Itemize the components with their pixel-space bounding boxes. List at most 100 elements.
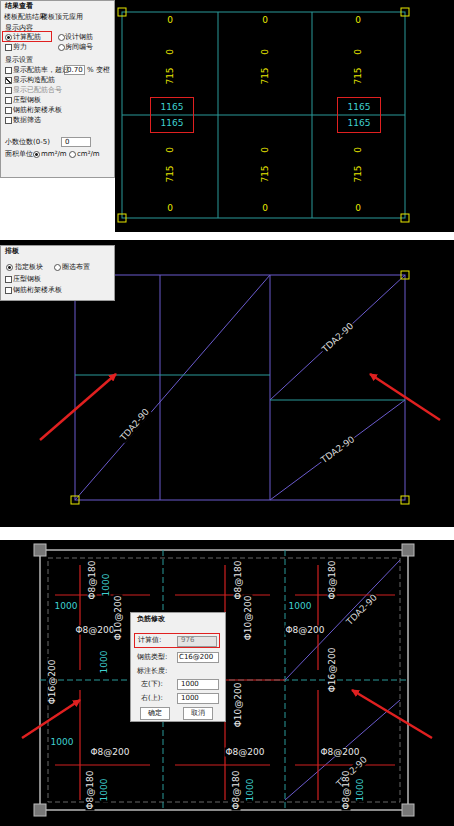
form-control bbox=[5, 87, 12, 94]
form-control bbox=[5, 97, 12, 104]
ui-text: 面积单位 bbox=[5, 151, 33, 158]
ui-text: 指定板块 bbox=[15, 264, 43, 271]
ui-text: 显示设置 bbox=[5, 57, 33, 64]
form-control bbox=[58, 44, 65, 51]
ui-text: 压型钢板 bbox=[13, 97, 41, 104]
rebar-label: Φ8@180 bbox=[234, 560, 243, 601]
value-label: 0 bbox=[166, 48, 175, 56]
value-label: 0 bbox=[261, 204, 269, 213]
ui-text: 压型钢板 bbox=[13, 276, 41, 283]
value-label: 715 bbox=[354, 66, 363, 85]
ui-text: % 变橙 bbox=[87, 67, 110, 74]
value-label: 1000 bbox=[100, 650, 109, 675]
rebar-label: Φ8@200 bbox=[75, 626, 116, 635]
value-label: 0 bbox=[354, 204, 362, 213]
value-label: 0 bbox=[261, 16, 269, 25]
value-label: 0 bbox=[166, 146, 175, 154]
ui-text: 剪力 bbox=[13, 44, 27, 51]
ui-text: cm²/m bbox=[77, 151, 100, 158]
form-control bbox=[5, 67, 12, 74]
window-title: 结果查看 bbox=[5, 3, 33, 10]
value-label: 1000 bbox=[50, 738, 75, 747]
rebar-label: Φ10@200 bbox=[244, 595, 253, 642]
rebar-label: Φ8@200 bbox=[285, 626, 326, 635]
rebar-label: Φ8@180 bbox=[88, 560, 97, 601]
form-control bbox=[5, 276, 12, 283]
deck-label: TDA2-90 bbox=[320, 321, 356, 355]
value-label: 1000 bbox=[246, 778, 255, 803]
dialog-window: 负筋修改钢筋类型: C16@200 标注长度: 左(下): 1000 右(上): 1000 确… bbox=[130, 612, 226, 722]
form-control bbox=[5, 107, 12, 114]
form-control bbox=[5, 287, 12, 294]
ui-text: 楼板配筋结果 bbox=[4, 14, 46, 21]
ui-text: 计算值: bbox=[138, 637, 161, 644]
dialog-window: 结果查看楼板配筋结果楼板顶元应用显示内容设计钢筋剪力房间编号显示设置显示配筋率，… bbox=[0, 0, 115, 178]
value-label: 0 bbox=[261, 146, 270, 154]
highlight-box: 计算值: 976 bbox=[134, 633, 220, 648]
ui-text: 标注长度: bbox=[137, 668, 167, 675]
rebar-label: Φ10@200 bbox=[114, 595, 123, 642]
form-control bbox=[33, 151, 40, 158]
value-label: 1000 bbox=[54, 602, 79, 611]
ui-text: 计算配筋 bbox=[13, 34, 41, 41]
ui-text: 0.70 bbox=[67, 67, 83, 74]
ui-text: 房间编号 bbox=[65, 44, 93, 51]
ui-text: 设计钢筋 bbox=[65, 34, 93, 41]
highlight-box: 1165 1165 bbox=[337, 97, 381, 133]
form-control bbox=[5, 117, 12, 124]
rebar-label: Φ8@180 bbox=[232, 770, 241, 811]
highlight-box: 计算配筋 bbox=[2, 31, 52, 42]
ui-text: 1165 bbox=[338, 103, 380, 112]
form-control bbox=[69, 151, 76, 158]
rebar-label: Φ8@200 bbox=[90, 748, 131, 757]
ui-text: 左(下): bbox=[141, 681, 163, 688]
ui-text: C16@200 bbox=[179, 654, 213, 661]
rebar-label: Φ8@180 bbox=[86, 770, 95, 811]
value-label: 715 bbox=[166, 164, 175, 183]
value-label: 1000 bbox=[288, 602, 313, 611]
ui-text: 钢筋桁架楼承板 bbox=[13, 107, 62, 114]
value-label: 715 bbox=[166, 66, 175, 85]
ui-text: 数据筛选 bbox=[13, 117, 41, 124]
form-control bbox=[6, 264, 13, 271]
ui-text: 钢筋类型: bbox=[137, 654, 167, 661]
form-control bbox=[5, 77, 12, 84]
ui-text: 976 bbox=[181, 637, 194, 644]
window-title: 负筋修改 bbox=[137, 616, 165, 623]
deck-label: TDA2-90 bbox=[319, 434, 357, 465]
value-label: 0 bbox=[354, 146, 363, 154]
value-label: 0 bbox=[166, 204, 174, 213]
window-title: 排板 bbox=[5, 248, 19, 255]
ui-text: 右(上): bbox=[141, 695, 163, 702]
ui-text: 1000 bbox=[181, 695, 199, 702]
ui-text: 小数位数(0-5) bbox=[5, 139, 50, 146]
value-label: 0 bbox=[354, 16, 362, 25]
ui-text: 显示已配筋合号 bbox=[13, 87, 62, 94]
ui-text: 0 bbox=[65, 139, 69, 146]
ui-text: 取消 bbox=[191, 710, 205, 717]
ui-text: mm²/m bbox=[41, 151, 67, 158]
rebar-label: Φ10@200 bbox=[234, 682, 243, 729]
form-control bbox=[58, 34, 65, 41]
value-label: 715 bbox=[354, 164, 363, 183]
ui-text: 1000 bbox=[181, 681, 199, 688]
value-label: 0 bbox=[261, 48, 270, 56]
rebar-label: Φ8@200 bbox=[320, 748, 361, 757]
rebar-label: Φ8@180 bbox=[328, 560, 337, 601]
value-label: 1000 bbox=[102, 573, 111, 598]
dialog-window: 排板指定板块圈选布置压型钢板钢筋桁架楼承板 bbox=[0, 245, 115, 301]
highlight-box: 11651165 bbox=[150, 97, 194, 133]
rebar-label: Φ16@200 bbox=[48, 659, 57, 706]
rebar-label: Φ8@200 bbox=[225, 748, 266, 757]
ui-text: 1165 bbox=[151, 119, 193, 128]
ui-text: 1165 bbox=[338, 119, 380, 128]
value-label: 715 bbox=[261, 164, 270, 183]
ui-text: 楼板顶元应用 bbox=[41, 14, 83, 21]
ui-text: 钢筋桁架楼承板 bbox=[13, 287, 62, 294]
value-label: 1000 bbox=[356, 778, 365, 803]
deck-label: TDA2-90 bbox=[118, 407, 152, 444]
value-label: 0 bbox=[354, 48, 363, 56]
ui-text: 显示配筋率，超过 bbox=[13, 67, 69, 74]
ui-text: 确定 bbox=[148, 710, 162, 717]
value-label: 0 bbox=[166, 16, 174, 25]
